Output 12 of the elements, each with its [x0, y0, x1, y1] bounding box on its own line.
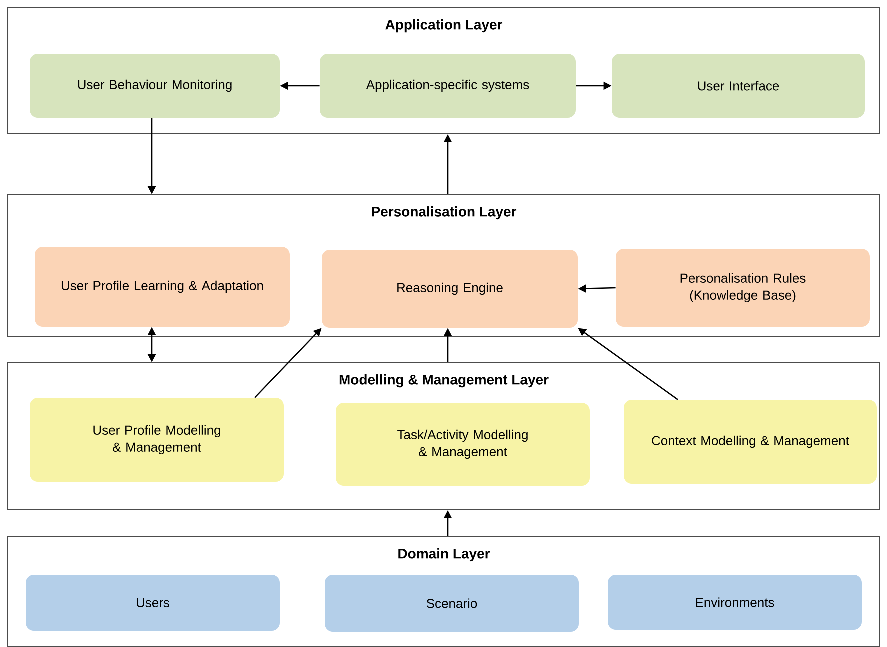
component-box: Reasoning Engine — [322, 250, 578, 328]
component-box: Personalisation Rules (Knowledge Base) — [616, 249, 870, 327]
component-box: Scenario — [325, 575, 579, 632]
component-box: User Interface — [612, 54, 865, 118]
component-box: User Profile Learning & Adaptation — [35, 247, 290, 327]
component-box: Context Modelling & Management — [624, 400, 877, 484]
component-box: Users — [26, 575, 280, 631]
component-box: User Profile Modelling & Management — [30, 398, 284, 482]
component-box: Environments — [608, 575, 862, 630]
component-box: Application-specific systems — [320, 54, 576, 118]
component-box: User Behaviour Monitoring — [30, 54, 280, 118]
component-box: Task/Activity Modelling & Management — [336, 403, 590, 486]
